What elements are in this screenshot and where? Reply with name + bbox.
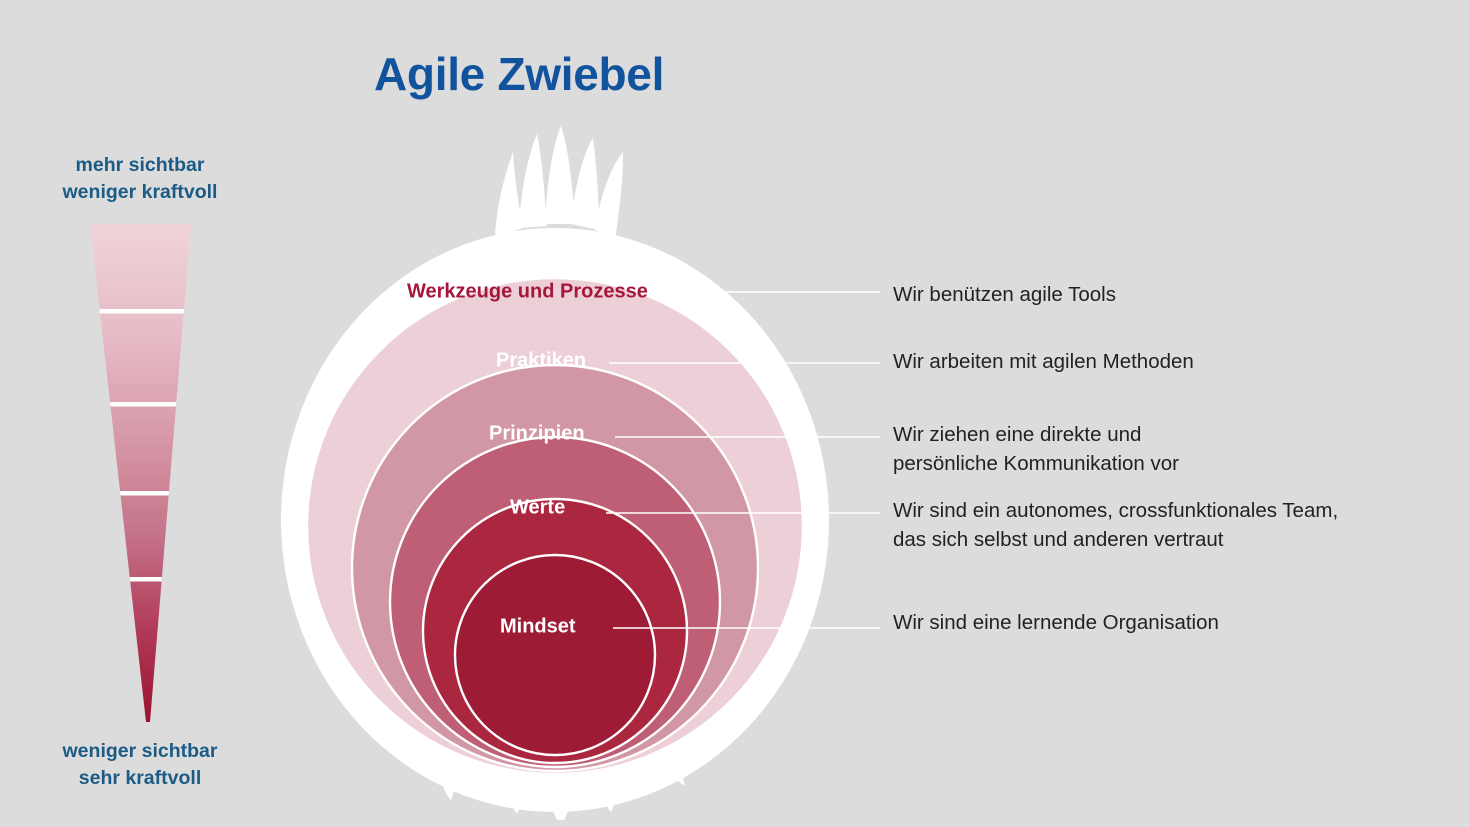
onion-label-4: Werte xyxy=(510,496,566,519)
description-3: Wir ziehen eine direkte und persönliche … xyxy=(893,423,1179,475)
onion-label-5: Mindset xyxy=(500,615,576,638)
wedge-body xyxy=(90,224,191,722)
scale-top-line1: mehr sichtbar xyxy=(75,154,205,176)
scale-bottom-line1: weniger sichtbar xyxy=(62,740,218,762)
visibility-power-wedge xyxy=(60,210,250,740)
description-5: Wir sind eine lernende Organisation xyxy=(893,611,1219,634)
scale-bottom-line2: sehr kraftvoll xyxy=(78,767,202,789)
wedge-svg xyxy=(90,224,191,722)
scale-bottom-label: weniger sichtbar sehr kraftvoll xyxy=(10,738,270,792)
onion-diagram xyxy=(255,120,875,826)
scale-top-line2: weniger kraftvoll xyxy=(62,181,218,203)
onion-label-2: Praktiken xyxy=(496,349,587,372)
scale-top-label: mehr sichtbar weniger kraftvoll xyxy=(10,152,270,206)
description-1: Wir benützen agile Tools xyxy=(893,283,1116,306)
description-2: Wir arbeiten mit agilen Methoden xyxy=(893,350,1194,373)
onion-label-3: Prinzipien xyxy=(489,422,585,445)
page-title: Agile Zwiebel xyxy=(374,48,665,100)
description-4: Wir sind ein autonomes, crossfunktionale… xyxy=(893,499,1339,551)
onion-label-1: Werkzeuge und Prozesse xyxy=(407,280,648,303)
onion-layer-5 xyxy=(453,553,657,757)
onion-svg xyxy=(281,126,829,826)
wedge-dividers xyxy=(90,309,191,582)
